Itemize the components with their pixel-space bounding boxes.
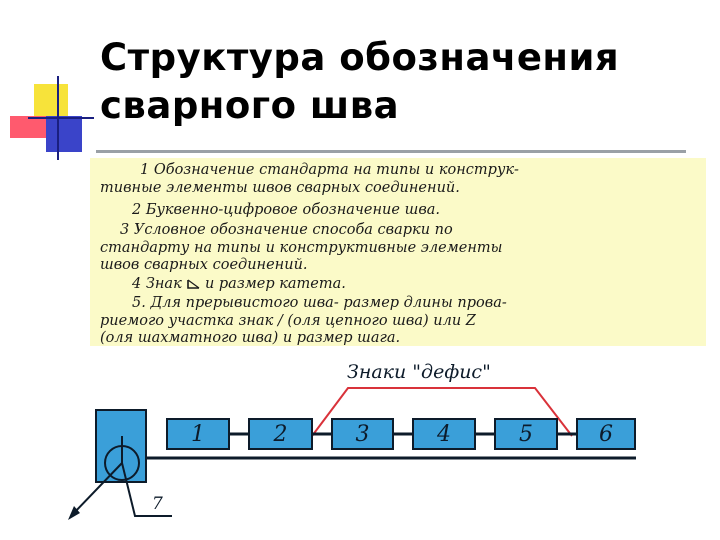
box-5: 5 xyxy=(494,418,558,450)
fillet-leg-icon xyxy=(187,279,200,289)
decor-red-bar xyxy=(10,116,48,138)
note-line-6: швов сварных соединений. xyxy=(100,257,308,273)
box-4: 4 xyxy=(412,418,476,450)
label-7: 7 xyxy=(152,494,163,514)
decor-blue-square xyxy=(46,116,82,152)
note-line-1: 1 Обозначение стандарта на типы и констр… xyxy=(140,162,519,178)
note-line-9: риемого участка знак / (оля цепного шва)… xyxy=(100,313,476,329)
note-line-3: 2 Буквенно-цифровое обозначение шва. xyxy=(132,202,441,218)
hyphen-pointer-lines xyxy=(311,387,573,437)
note-line-7-start: 4 Знак xyxy=(132,276,182,292)
hyphen-label: Знаки "дефис" xyxy=(347,361,491,383)
note-line-2: тивные элементы швов сварных соединений. xyxy=(100,180,460,196)
notes-panel: 1 Обозначение стандарта на типы и констр… xyxy=(90,158,706,346)
note-line-10: (оля шахматного шва) и размер шага. xyxy=(100,330,401,346)
decor-yellow-square xyxy=(34,84,68,118)
note-line-5: стандарту на типы и конструктивные элеме… xyxy=(100,240,503,256)
note-line-7-end: и размер катета. xyxy=(204,276,346,292)
decor-horizontal-line xyxy=(28,117,94,119)
note-line-8: 5. Для прерывистого шва- размер длины пр… xyxy=(132,295,507,311)
note-line-7: 4 Знак и размер катета. xyxy=(132,276,720,292)
box-2: 2 xyxy=(248,418,313,450)
box-6: 6 xyxy=(576,418,636,450)
arrow-head-icon xyxy=(68,506,80,520)
title-line-1: Структура обозначения xyxy=(100,36,620,79)
slide-title: Структура обозначения сварного шва xyxy=(100,34,710,130)
title-underline xyxy=(96,150,686,153)
title-line-2: сварного шва xyxy=(100,84,400,127)
arrow-leader xyxy=(71,462,123,516)
label-7-leader xyxy=(121,462,172,517)
note-line-4: 3 Условное обозначение способа сварки по xyxy=(120,222,453,238)
box-3: 3 xyxy=(331,418,394,450)
box-1: 1 xyxy=(166,418,230,450)
